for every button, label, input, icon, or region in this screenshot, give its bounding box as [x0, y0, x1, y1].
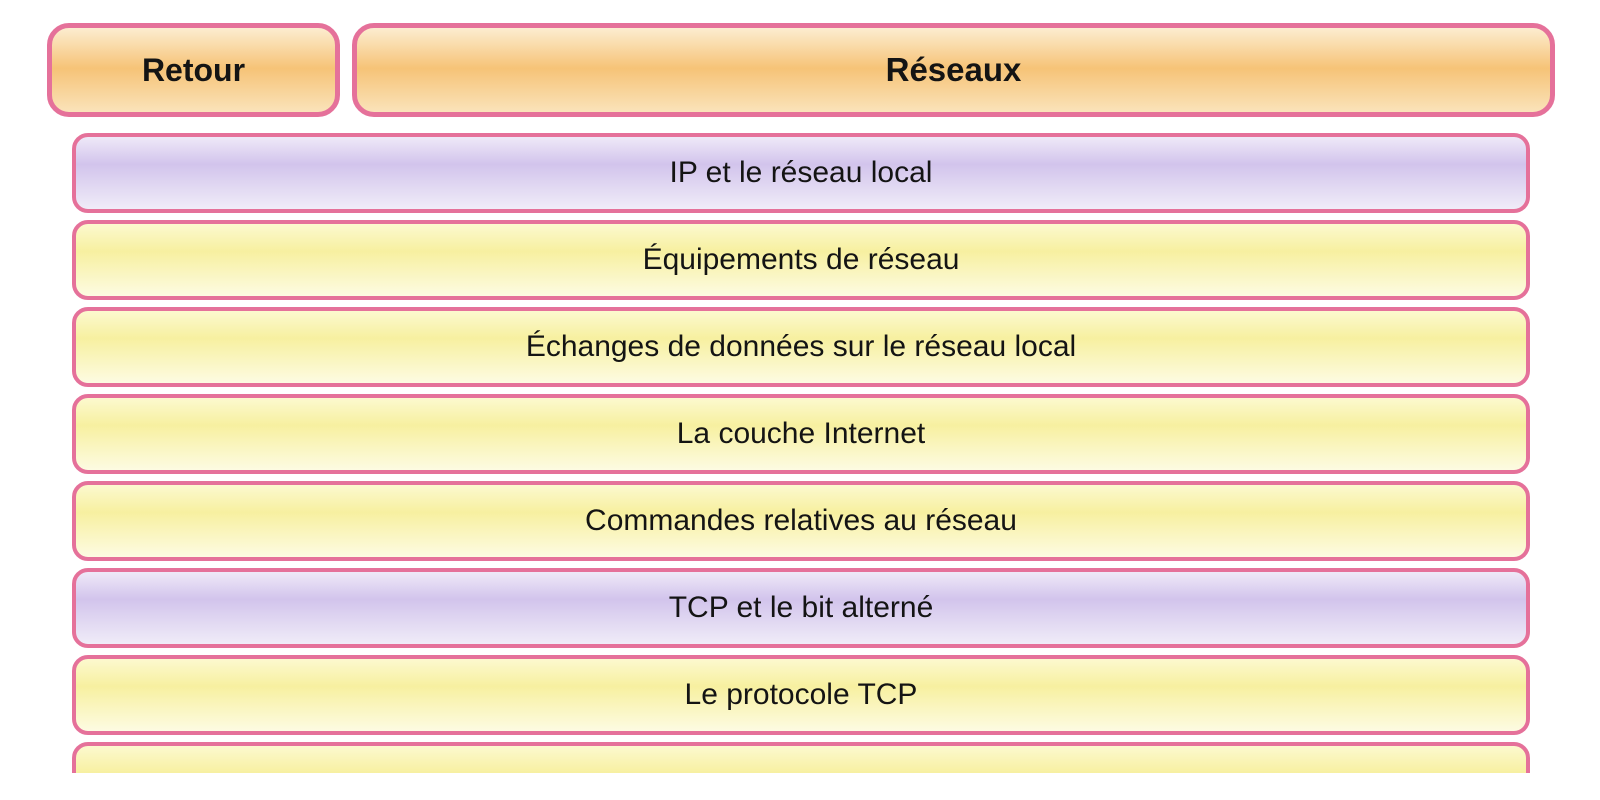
page-title: Réseaux	[352, 23, 1555, 117]
menu-item[interactable]: La couche Internet	[72, 394, 1530, 474]
menu-item[interactable]: Échanges de données sur le réseau local	[72, 307, 1530, 387]
menu-item-label: La couche Internet	[676, 417, 926, 450]
menu-item-label: TCP et le bit alterné	[668, 591, 934, 624]
menu-item-label: Échanges de données sur le réseau local	[525, 330, 1077, 363]
menu-item[interactable]: Le protocole TCP	[72, 655, 1530, 735]
menu-item[interactable]: Équipements de réseau	[72, 220, 1530, 300]
menu-item[interactable]: Commandes relatives au réseau	[72, 481, 1530, 561]
menu-item[interactable]	[72, 742, 1530, 773]
menu-item-label: Équipements de réseau	[642, 243, 960, 276]
back-button[interactable]: Retour	[47, 23, 340, 117]
menu-item-label: Le protocole TCP	[684, 678, 918, 711]
menu-item[interactable]: IP et le réseau local	[72, 133, 1530, 213]
menu-list: IP et le réseau local Équipements de rés…	[72, 133, 1530, 773]
menu-item-label: Commandes relatives au réseau	[585, 504, 1017, 537]
menu-item[interactable]: TCP et le bit alterné	[72, 568, 1530, 648]
menu-item-label: IP et le réseau local	[669, 156, 933, 189]
